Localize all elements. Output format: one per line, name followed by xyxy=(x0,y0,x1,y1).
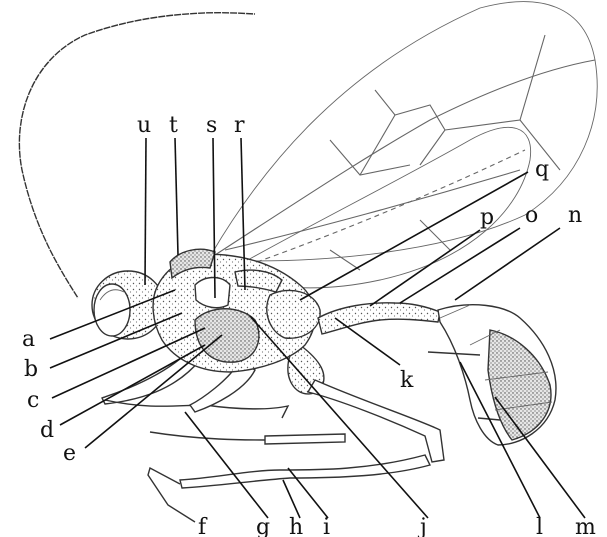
label-p: p xyxy=(480,205,494,230)
leader-k xyxy=(335,318,400,365)
label-k: k xyxy=(400,368,414,393)
leader-n xyxy=(455,228,560,300)
mesosoma xyxy=(153,249,320,372)
leader-o xyxy=(400,228,520,303)
label-t: t xyxy=(169,113,178,138)
label-c: c xyxy=(27,388,39,413)
label-e: e xyxy=(63,441,76,466)
label-u: u xyxy=(137,113,151,138)
leader-t xyxy=(175,138,178,255)
leader-u xyxy=(145,138,146,285)
label-b: b xyxy=(24,357,38,382)
label-i: i xyxy=(323,515,330,537)
forewing xyxy=(208,2,597,261)
label-a: a xyxy=(22,327,35,352)
leader-g xyxy=(185,412,268,518)
label-f: f xyxy=(198,515,208,537)
label-q: q xyxy=(535,157,549,182)
label-m: m xyxy=(575,515,596,537)
label-d: d xyxy=(40,418,54,443)
leader-h xyxy=(283,480,300,518)
label-l: l xyxy=(536,515,543,537)
leader-q xyxy=(300,172,528,300)
label-j: j xyxy=(417,515,427,537)
label-n: n xyxy=(568,203,582,228)
label-o: o xyxy=(525,203,538,228)
label-s: s xyxy=(206,113,217,138)
label-g: g xyxy=(256,515,270,537)
label-r: r xyxy=(234,113,245,138)
label-h: h xyxy=(289,515,303,537)
